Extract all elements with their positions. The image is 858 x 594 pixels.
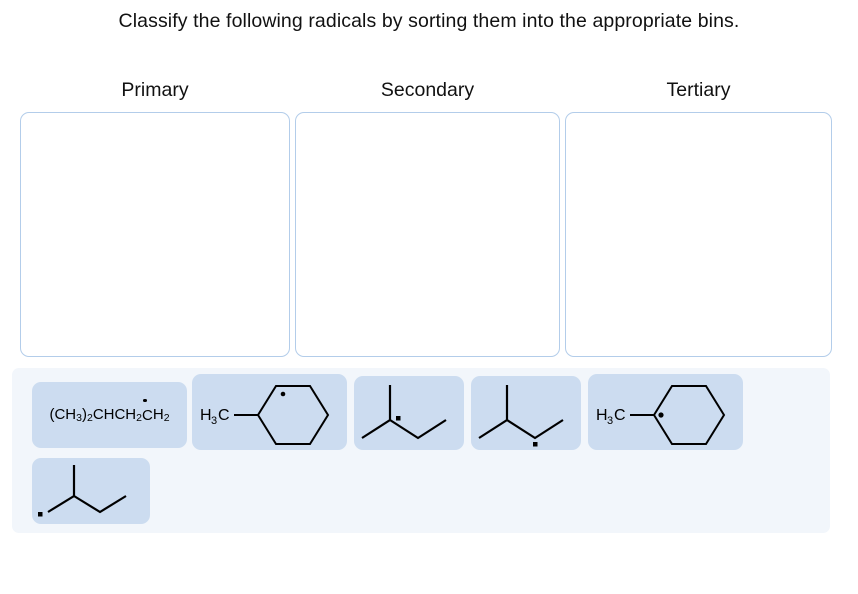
- radical-dot-icon: [143, 398, 147, 402]
- radical-dot-icon: [38, 512, 43, 517]
- bins-container: Primary Secondary Tertiary: [20, 78, 832, 360]
- bin-label-tertiary: Tertiary: [666, 79, 731, 101]
- tile-methylbutane-radical-branch-carbon[interactable]: [354, 376, 464, 450]
- svg-text:C: C: [614, 407, 626, 424]
- radical-dot-icon: [658, 412, 664, 418]
- structure-methylbutane-branch: [361, 385, 447, 440]
- drop-bin-secondary[interactable]: [295, 112, 560, 357]
- radical-dot-icon: [396, 416, 401, 421]
- page-title: Classify the following radicals by sorti…: [118, 10, 740, 32]
- tile-methylbutane-radical-terminal-left[interactable]: [32, 458, 150, 524]
- svg-text:C: C: [218, 407, 230, 424]
- radical-dot-icon: [280, 391, 286, 397]
- bin-label-primary: Primary: [121, 79, 189, 101]
- tile-methylcyclohexane-radical-ipso[interactable]: H 3 C: [588, 374, 743, 450]
- bin-column-tertiary: Tertiary: [565, 78, 832, 357]
- svg-text:H: H: [596, 407, 608, 424]
- bin-column-primary: Primary: [20, 78, 290, 357]
- drop-bin-primary[interactable]: [20, 112, 290, 357]
- svg-text:H: H: [200, 407, 212, 424]
- structure-methylcyclohexane-ortho: H 3 C: [200, 385, 330, 445]
- svg-text:3: 3: [211, 415, 217, 427]
- structure-methylbutane-bottom: [478, 385, 564, 447]
- structure-methylbutane-terminal: [38, 465, 127, 517]
- radical-dot-icon: [533, 442, 538, 447]
- bin-label-secondary: Secondary: [380, 79, 475, 101]
- structure-methylcyclohexane-ipso: H 3 C: [596, 385, 726, 445]
- svg-text:3: 3: [607, 415, 613, 427]
- bin-column-secondary: Secondary: [295, 78, 560, 357]
- tile-methylcyclohexane-radical-ortho[interactable]: H 3 C: [192, 374, 347, 450]
- tile-methylbutane-radical-bottom-vertex[interactable]: [471, 376, 581, 450]
- drop-bin-tertiary[interactable]: [565, 112, 832, 357]
